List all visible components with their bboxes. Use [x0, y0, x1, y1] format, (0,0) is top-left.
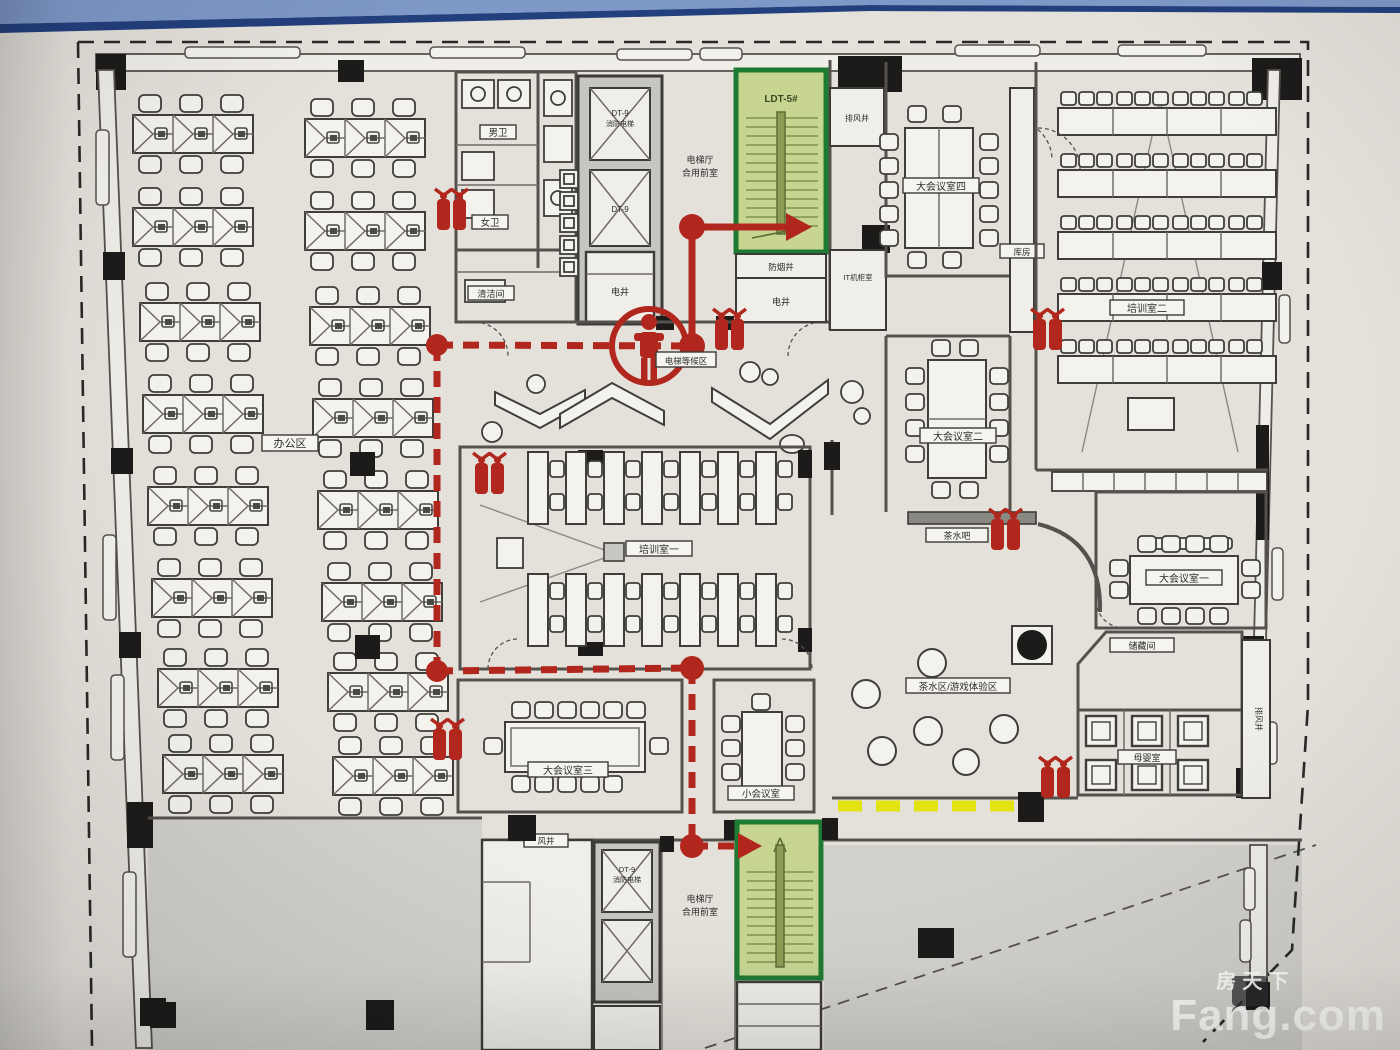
elevator-hall-top-line2: 合用前室 — [682, 167, 718, 178]
mens-wc-label: 男卫 — [488, 128, 508, 139]
wind-shaft-label: 风井 — [537, 836, 554, 846]
cleaning-room-label: 清洁间 — [477, 288, 504, 299]
meeting-room-2: 大会议室二 — [884, 334, 1012, 512]
shaft-rooms-top: 防烟井 电井 — [735, 253, 827, 323]
screen-edge-dark-blue — [0, 5, 1400, 33]
elec-shaft-top-left-label: 电井 — [611, 286, 629, 297]
tea-bar: 茶水吧 — [907, 511, 1037, 543]
watermark: 房天下 Fang.com — [1170, 965, 1386, 1038]
meeting-room-2-label: 大会议室二 — [933, 430, 983, 443]
elevator-top-2-id: DT-9 — [611, 205, 629, 214]
office-label-text: 办公区 — [274, 437, 307, 450]
training-room-1-label: 培训室一 — [639, 543, 679, 556]
tea-game-area-label: 茶水区/游戏体验区 — [919, 681, 998, 693]
meeting-room-4: 大会议室四 — [879, 62, 1053, 278]
storeroom: 库房 — [999, 87, 1045, 333]
training-room-1: 培训室一 — [458, 445, 813, 671]
tea-bar-label: 茶水吧 — [943, 530, 970, 541]
meeting-room-4-label: 大会议室四 — [916, 180, 966, 193]
it-room-label: IT机柜室 — [843, 272, 873, 282]
evacuee-person-icon — [609, 306, 689, 386]
training-room-2-label: 培训室二 — [1127, 302, 1167, 315]
elevator-hall-top-line1: 电梯厅 — [686, 154, 713, 165]
slab-area-bottom-left — [148, 820, 482, 1050]
meeting-room-3-label: 大会议室三 — [543, 764, 593, 777]
elec-shaft-top-right-label: 电井 — [772, 296, 790, 307]
tea-game-area: 茶水区/游戏体验区 — [824, 440, 1103, 822]
storeroom-label: 库房 — [1013, 247, 1030, 257]
training-room-2: 培训室二 — [1034, 62, 1277, 492]
stair-top-id-label: LDT-5# — [764, 94, 798, 105]
elevator-bottom-type: 消防电梯 — [613, 875, 641, 884]
elevator-bottom-id: DT-9 — [619, 865, 635, 874]
screen-edge-light-blue — [0, 0, 1400, 24]
elevator-top-1-type: 消防电梯 — [606, 119, 634, 128]
meeting-room-3: 大会议室三 — [456, 678, 684, 814]
exhaust-shaft-top-label: 排风井 — [845, 113, 869, 123]
elevator-top-1-id: DT-9 — [611, 109, 629, 118]
waiting-area-label: 电梯等候区 — [665, 356, 708, 366]
elevator-hall-bottom-line2: 合用前室 — [682, 906, 718, 917]
elevator-hall-bottom-line1: 电梯厅 — [686, 893, 713, 904]
storage-room-label: 储藏间 — [1128, 640, 1155, 651]
watermark-cn: 房天下 — [1216, 971, 1295, 993]
evacuation-route: 电梯等候区 — [426, 213, 812, 859]
office-columns — [350, 225, 890, 659]
smoke-shaft-label: 防烟井 — [768, 262, 794, 272]
exhaust-shaft-right-label: 排风井 — [1254, 707, 1264, 731]
womens-wc-label: 女卫 — [480, 217, 500, 229]
plan-boundary — [76, 40, 1310, 1049]
small-meeting-room: 小会议室 — [712, 678, 816, 814]
watermark-en: Fang.com — [1170, 991, 1386, 1040]
small-meeting-room-label: 小会议室 — [742, 788, 780, 800]
watermark-badge — [1232, 976, 1268, 1006]
restrooms: 男卫 女卫 清洁间 — [454, 70, 578, 324]
meeting-room-1-label: 大会议室一 — [1159, 572, 1209, 585]
core-right-rooms: 排风井 IT机柜室 — [828, 60, 887, 331]
stairwell-top: LDT-5# — [733, 67, 829, 255]
slab-columns — [150, 928, 954, 1030]
elevator-core-top: DT-9 消防电梯 DT-9 电井 — [559, 74, 664, 326]
slab-area-bottom-right — [824, 845, 1302, 1050]
office-label: 办公区 — [261, 434, 319, 452]
bottom-core: 风井 DT-9 消防电梯 电梯厅 合用前室 — [148, 815, 1302, 1050]
meeting-room-1: 大会议室一 — [1094, 490, 1268, 630]
nursing-room-label: 母婴室 — [1133, 752, 1160, 763]
storage-nursing-block: 储藏间 母婴室 排风井 — [1076, 630, 1271, 799]
lounge-sofas — [481, 361, 871, 454]
